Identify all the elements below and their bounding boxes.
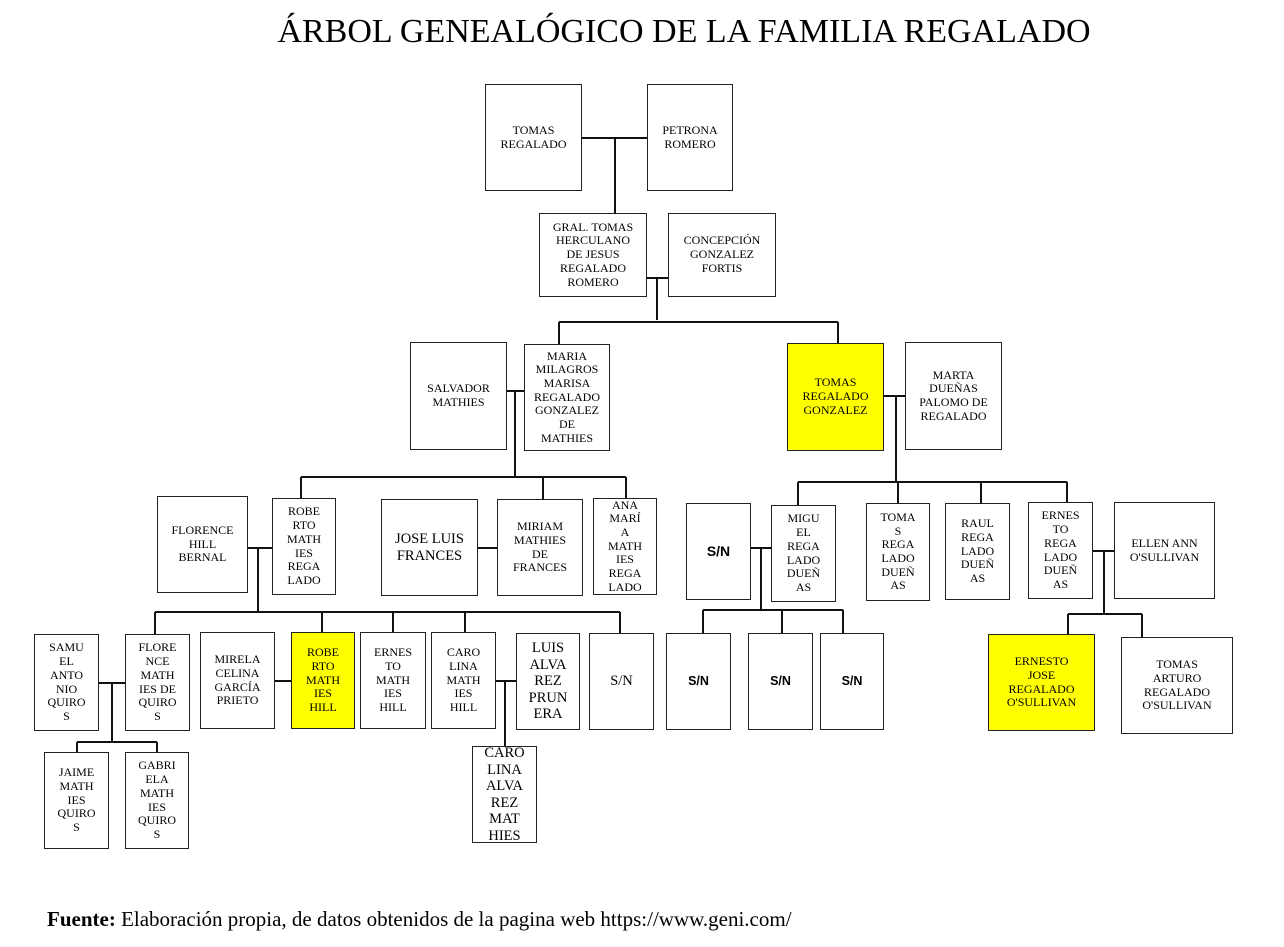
person-name: S/N (770, 673, 791, 688)
person-name: GRAL. TOMAS HERCULANO DE JESUS REGALADO … (552, 219, 634, 289)
person-name: FLORENCE HILL BERNAL (171, 522, 234, 565)
person-name: S/N (841, 673, 863, 688)
person-box-highlighted: TOMAS REGALADO GONZALEZ (787, 343, 884, 451)
person-name: ELLEN ANN O'SULLIVAN (1129, 535, 1200, 564)
connector (558, 277, 839, 344)
person-box: FLORENCE HILL BERNAL (157, 496, 248, 593)
person-name: MIRELA CELINA GARCÍA PRIETO (214, 652, 261, 708)
person-name: S/N (610, 673, 633, 690)
person-name: ROBE RTO MATH IES HILL (305, 645, 340, 715)
person-name: MIGU EL REGA LADO DUEÑ AS (786, 511, 821, 594)
person-name: MIRIAM MATHIES DE FRANCES (512, 519, 568, 575)
person-name: JOSE LUIS FRANCES (395, 531, 464, 564)
person-box: S/N (589, 633, 654, 730)
person-name: FLORE NCE MATH IES DE QUIRO S (138, 640, 177, 723)
connector (1067, 550, 1143, 637)
person-box: ERNES TO REGA LADO DUEÑ AS (1028, 502, 1093, 599)
person-box: CARO LINA ALVA REZ MAT HIES (472, 745, 537, 844)
person-box: JOSE LUIS FRANCES (381, 499, 478, 596)
person-box: CONCEPCIÓN GONZALEZ FORTIS (668, 213, 776, 297)
connector (496, 680, 516, 746)
person-name: TOMAS ARTURO REGALADO O'SULLIVAN (1142, 657, 1212, 713)
person-box: MARIA MILAGROS MARISA REGALADO GONZALEZ … (524, 344, 610, 451)
person-name: ERNESTO JOSE REGALADO O'SULLIVAN (1006, 654, 1077, 710)
person-name: MARIA MILAGROS MARISA REGALADO GONZALEZ … (534, 348, 600, 445)
person-box: SAMU EL ANTO NIO QUIRO S (34, 634, 99, 731)
person-name: ROBE RTO MATH IES REGA LADO (286, 504, 321, 587)
person-box: ROBE RTO MATH IES REGA LADO (272, 498, 336, 595)
connector (154, 547, 621, 634)
person-box: TOMAS ARTURO REGALADO O'SULLIVAN (1121, 637, 1233, 734)
person-name: RAUL REGA LADO DUEÑ AS (960, 516, 995, 586)
person-name: CONCEPCIÓN GONZALEZ FORTIS (683, 233, 761, 275)
person-box: PETRONA ROMERO (647, 84, 733, 191)
person-name: PETRONA ROMERO (662, 122, 718, 151)
person-box: LUIS ALVA REZ PRUN ERA (516, 633, 580, 730)
person-box: SALVADOR MATHIES (410, 342, 507, 450)
person-name: JAIME MATH IES QUIRO S (57, 765, 96, 835)
source-text: Elaboración propia, de datos obtenidos d… (115, 907, 792, 931)
connector (582, 137, 647, 213)
connector (300, 390, 627, 499)
person-box: CARO LINA MATH IES HILL (431, 632, 496, 729)
person-box: S/N (686, 503, 751, 600)
person-box: ELLEN ANN O'SULLIVAN (1114, 502, 1215, 599)
person-box: S/N (820, 633, 884, 730)
person-name: SAMU EL ANTO NIO QUIRO S (47, 640, 86, 723)
diagram-title: ÁRBOL GENEALÓGICO DE LA FAMILIA REGALADO (277, 13, 1091, 50)
person-box: S/N (748, 633, 813, 730)
person-name: TOMAS REGALADO (500, 122, 567, 151)
person-box: JAIME MATH IES QUIRO S (44, 752, 109, 849)
person-name: S/N (688, 673, 709, 688)
connector (76, 682, 158, 752)
person-name: CARO LINA MATH IES HILL (446, 645, 481, 715)
person-name: ERNES TO MATH IES HILL (373, 645, 412, 715)
person-name: S/N (706, 542, 731, 559)
person-box: FLORE NCE MATH IES DE QUIRO S (125, 634, 190, 731)
person-box: MIRIAM MATHIES DE FRANCES (497, 499, 583, 596)
person-name: ANA MARÍ A MATH IES REGA LADO (607, 497, 642, 594)
person-name: SALVADOR MATHIES (427, 381, 490, 409)
person-box: ANA MARÍ A MATH IES REGA LADO (593, 498, 657, 595)
person-box-highlighted: ROBE RTO MATH IES HILL (291, 632, 355, 729)
person-name: CARO LINA ALVA REZ MAT HIES (484, 745, 525, 844)
person-box: MIGU EL REGA LADO DUEÑ AS (771, 505, 836, 602)
person-box-highlighted: ERNESTO JOSE REGALADO O'SULLIVAN (988, 634, 1095, 731)
person-box: ERNES TO MATH IES HILL (360, 632, 426, 729)
person-box: TOMAS REGALADO (485, 84, 582, 191)
person-name: ERNES TO REGA LADO DUEÑ AS (1041, 508, 1080, 591)
person-box: TOMA S REGA LADO DUEÑ AS (866, 503, 930, 601)
person-name: LUIS ALVA REZ PRUN ERA (528, 640, 568, 723)
source-note: Fuente: Elaboración propia, de datos obt… (47, 906, 792, 932)
connector (797, 395, 1068, 505)
source-label: Fuente: (47, 907, 116, 931)
person-name: TOMA S REGA LADO DUEÑ AS (880, 509, 916, 593)
person-box: MIRELA CELINA GARCÍA PRIETO (200, 632, 275, 729)
person-box: GABRI ELA MATH IES QUIRO S (125, 752, 189, 849)
person-name: GABRI ELA MATH IES QUIRO S (138, 758, 176, 841)
person-box: MARTA DUEÑAS PALOMO DE REGALADO (905, 342, 1002, 450)
connector (702, 547, 844, 633)
person-box: RAUL REGA LADO DUEÑ AS (945, 503, 1010, 600)
person-name: MARTA DUEÑAS PALOMO DE REGALADO (919, 367, 988, 423)
person-box: S/N (666, 633, 731, 730)
person-name: TOMAS REGALADO GONZALEZ (802, 375, 869, 417)
person-box: GRAL. TOMAS HERCULANO DE JESUS REGALADO … (539, 213, 647, 297)
